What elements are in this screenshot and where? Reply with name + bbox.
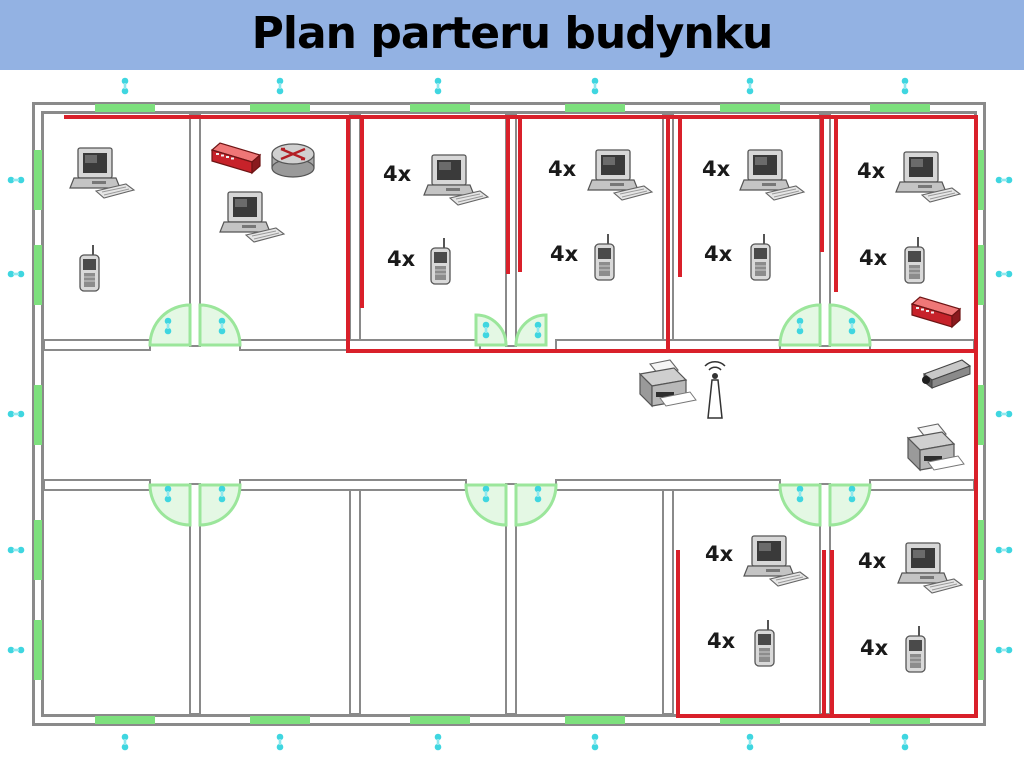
- room-phone-count: 4x: [707, 629, 736, 653]
- room-3: 4x 4x: [548, 149, 653, 281]
- windows: [34, 104, 984, 724]
- room-4: 4x 4x: [702, 149, 805, 281]
- room-pc-count: 4x: [857, 159, 886, 183]
- computer-icon: [743, 535, 809, 587]
- computer-icon: [423, 154, 489, 206]
- phone-icon: [750, 233, 771, 281]
- network-cables: [64, 115, 978, 718]
- computer-icon: [219, 191, 285, 243]
- computer-icon: [895, 151, 961, 203]
- room-7: 4x 4x: [858, 542, 963, 673]
- room-phone-count: 4x: [387, 247, 416, 271]
- room-phone-count: 4x: [860, 636, 889, 660]
- computer-icon: [897, 542, 963, 594]
- switch-icon: [911, 296, 961, 328]
- phone-icon: [904, 236, 925, 284]
- room-phone-count: 4x: [859, 246, 888, 270]
- room-6: 4x 4x: [705, 535, 809, 667]
- room-1: [211, 142, 315, 243]
- phone-icon: [754, 619, 775, 667]
- camera-icon: [922, 359, 972, 389]
- phone-icon: [430, 237, 451, 285]
- computer-icon: [587, 149, 653, 201]
- corridor: [639, 359, 972, 471]
- room-phone-count: 4x: [550, 242, 579, 266]
- computer-icon: [69, 147, 135, 199]
- room-pc-count: 4x: [705, 542, 734, 566]
- printer-icon: [907, 423, 965, 471]
- room-pc-count: 4x: [858, 549, 887, 573]
- computer-icon: [739, 149, 805, 201]
- room-2: 4x 4x: [383, 154, 489, 285]
- page-title: Plan parteru budynku: [251, 8, 774, 59]
- room-0: [69, 147, 135, 292]
- floor-plan: 4x 4x 4x 4x 4x 4x 4x 4x: [7, 77, 1013, 751]
- phone-icon: [594, 233, 615, 281]
- room-phone-count: 4x: [704, 242, 733, 266]
- router-icon: [271, 143, 315, 178]
- printer-icon: [639, 359, 697, 407]
- title-bar: Plan parteru budynku: [0, 0, 1024, 70]
- room-pc-count: 4x: [383, 162, 412, 186]
- access-point-icon: [704, 361, 726, 419]
- room-pc-count: 4x: [702, 157, 731, 181]
- phone-icon: [79, 244, 100, 292]
- switch-icon: [211, 142, 261, 174]
- room-pc-count: 4x: [548, 157, 577, 181]
- room-5: 4x 4x: [857, 151, 961, 328]
- phone-icon: [905, 625, 926, 673]
